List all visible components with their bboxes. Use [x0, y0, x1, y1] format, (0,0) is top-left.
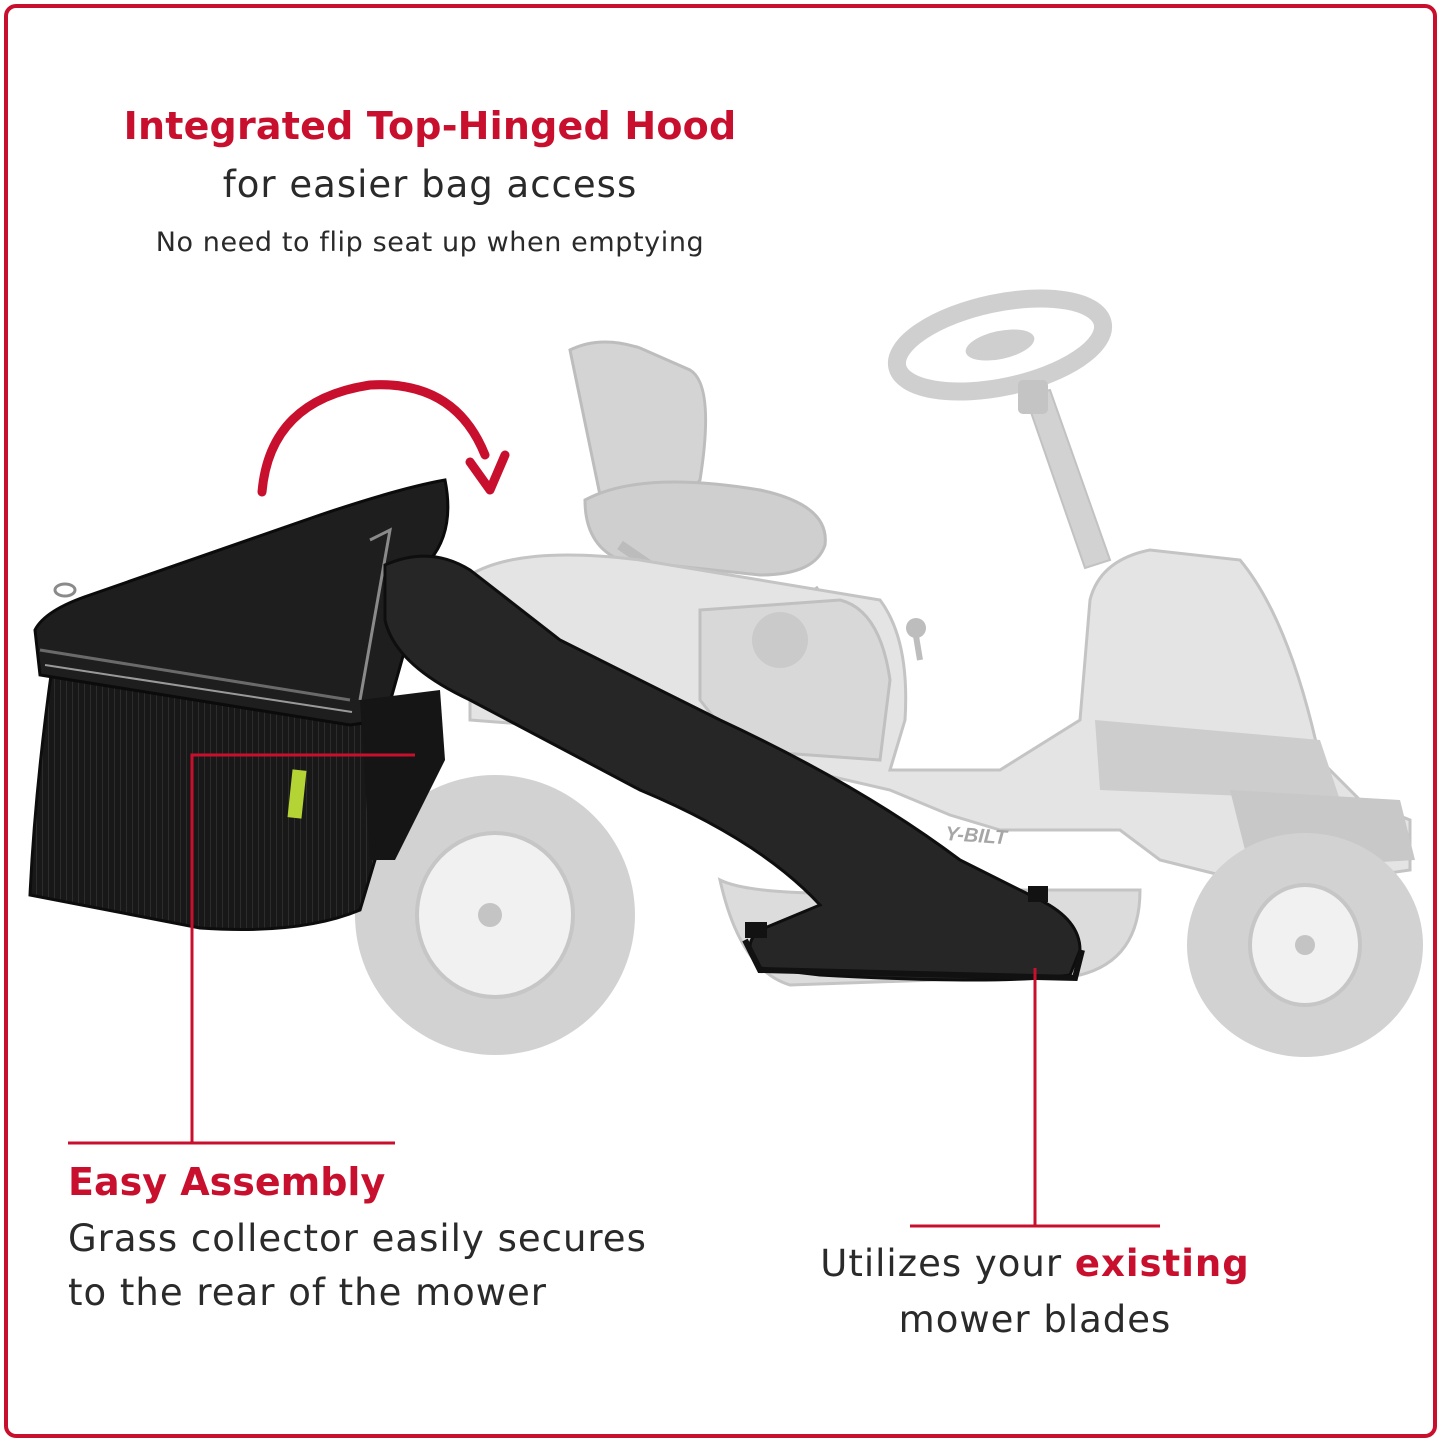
grass-bagger: [28, 478, 1085, 982]
discharge-chute: [383, 554, 1082, 982]
hinge-arrow-icon: [257, 380, 510, 497]
steering-wheel: [887, 289, 1113, 401]
blades-feature-line-1: Utilizes your existing: [770, 1242, 1300, 1285]
hood-feature-note: No need to flip seat up when emptying: [155, 227, 705, 258]
hood-feature-subtitle: for easier bag access: [222, 163, 638, 206]
hood-feature-title: Integrated Top-Hinged Hood: [123, 104, 737, 148]
blades-feature-prefix: Utilizes your: [820, 1242, 1075, 1285]
blades-feature-line-2: mower blades: [898, 1298, 1172, 1341]
assembly-feature-line-2: to the rear of the mower: [68, 1271, 548, 1314]
blades-feature-emphasis: existing: [1074, 1242, 1250, 1285]
blades-callout-line: [910, 968, 1160, 1228]
grass-bag: [28, 666, 402, 932]
rear-wheel: [355, 775, 635, 1055]
mower-brand-label: Y-BILT: [945, 823, 1010, 849]
assembly-callout-line: [68, 753, 415, 1145]
border-frame: [4, 4, 1437, 1438]
front-wheel: [1187, 833, 1423, 1057]
assembly-feature-line-1: Grass collector easily secures: [68, 1217, 647, 1260]
top-hinged-hood: [33, 478, 450, 727]
assembly-feature-title: Easy Assembly: [68, 1160, 386, 1204]
